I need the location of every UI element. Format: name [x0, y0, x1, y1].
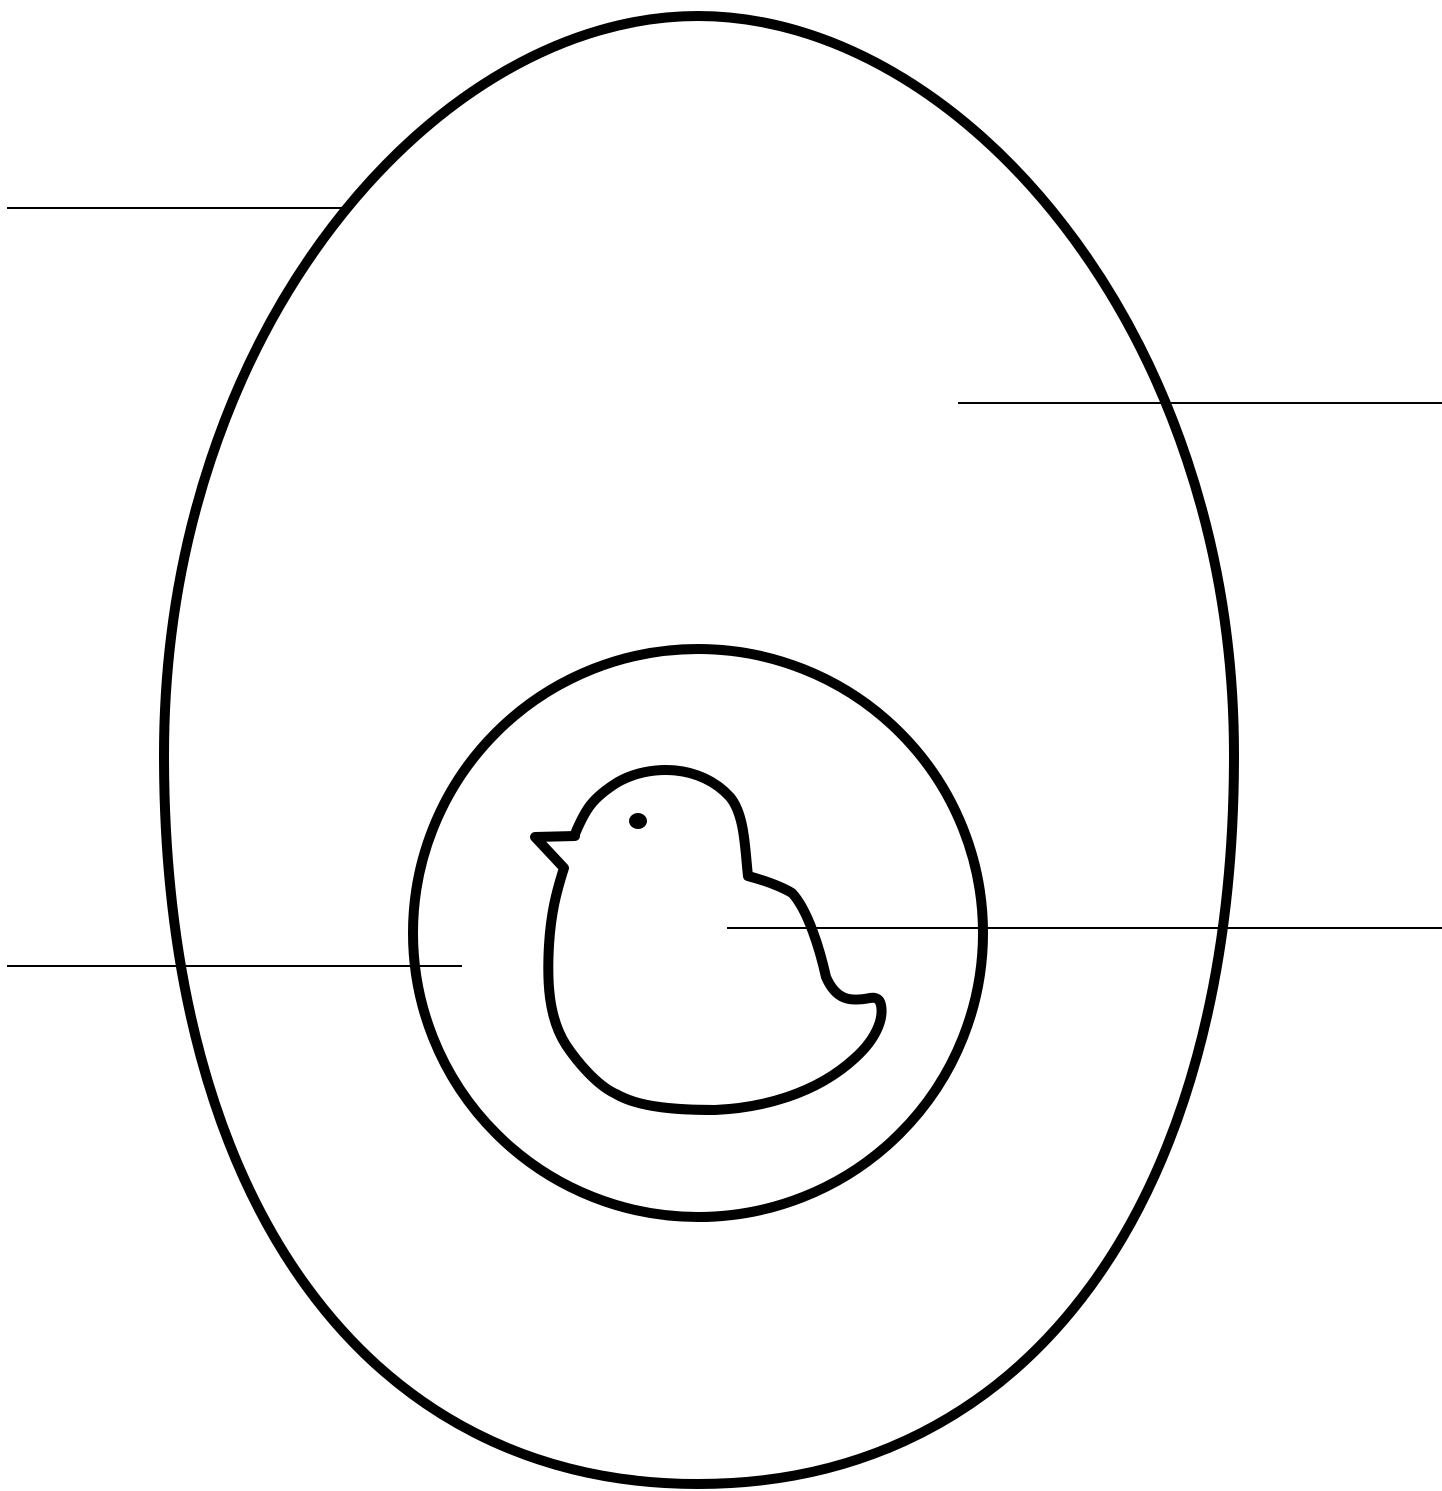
chick-eye: [629, 813, 647, 829]
egg-shell-outline: [164, 16, 1234, 1484]
yolk-circle: [413, 649, 983, 1217]
chick-outline: [535, 770, 882, 1110]
